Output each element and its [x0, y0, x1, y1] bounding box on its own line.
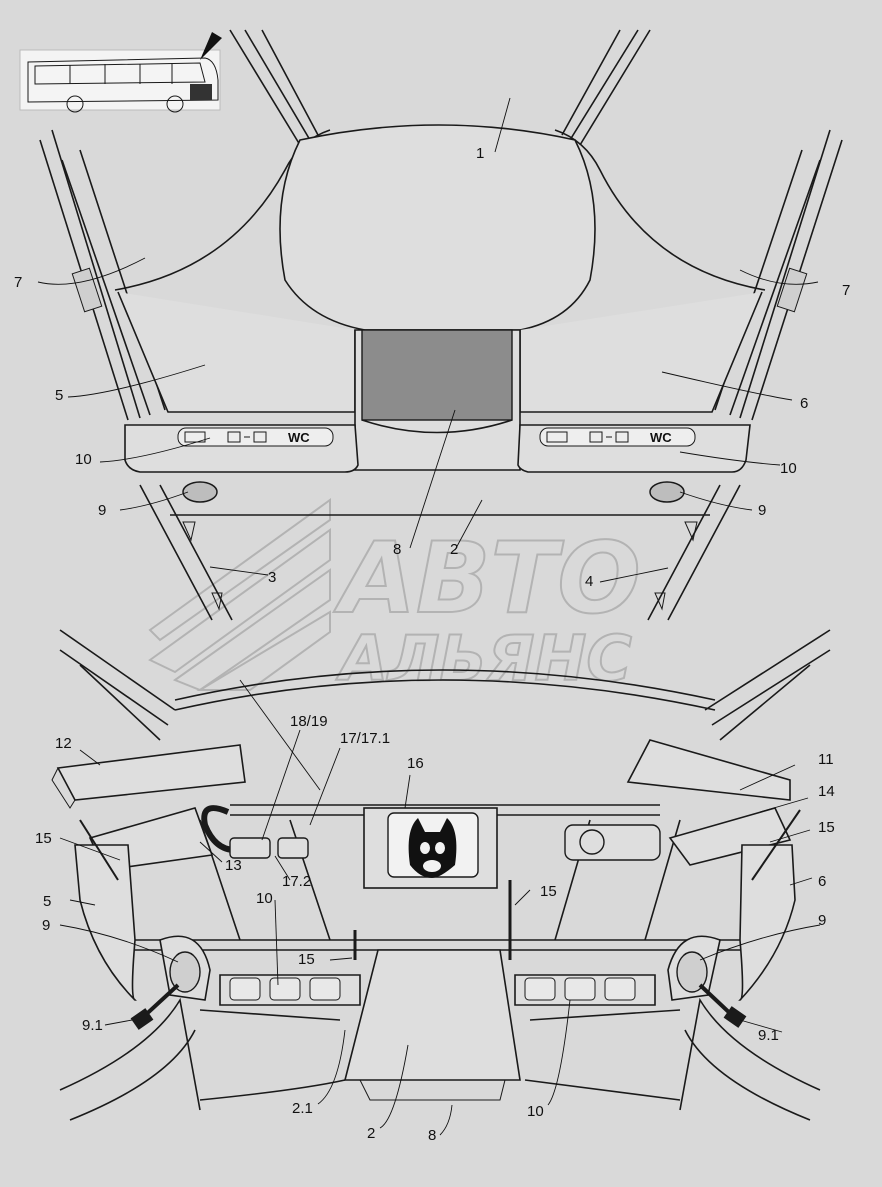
left-lamp-unit: [219, 974, 361, 1006]
callout-10-right-top: 10: [780, 460, 797, 477]
left-grab-handle: [71, 267, 103, 313]
seat-icon: [184, 431, 206, 443]
wc-label: WC: [288, 430, 310, 445]
right-grab-handle: [776, 267, 808, 313]
callout-15-a: 15: [35, 830, 52, 847]
watermark-logo-icon: [148, 498, 331, 692]
callout-9-right-bottom: 9: [818, 912, 826, 929]
callout-10-bottom-a: 10: [256, 890, 273, 907]
callout-11: 11: [818, 751, 834, 768]
callouts-bottom: 12 18/19 17/17.1 16 11 14 15 15 13 17.2 …: [35, 713, 835, 1144]
speaker-grille: [361, 329, 513, 421]
callout-9-right-top: 9: [758, 502, 766, 519]
callouts-top: 1 7 7 5 6 10 10 9 9 8 2 3 4: [14, 145, 850, 590]
callout-9-left-bottom: 9: [42, 917, 50, 934]
callout-5-bottom: 5: [43, 893, 51, 910]
right-spot-light: [667, 935, 747, 1028]
callout-7-left: 7: [14, 274, 22, 291]
bottom-cab-view: [51, 629, 831, 1136]
cable-connector: [229, 837, 271, 859]
callout-7-right: 7: [842, 282, 850, 299]
callout-2-1: 2.1: [292, 1100, 313, 1117]
callout-13: 13: [225, 857, 242, 874]
callout-3: 3: [268, 569, 276, 586]
callout-12: 12: [55, 735, 72, 752]
callout-14: 14: [818, 783, 835, 800]
microphone-socket: [277, 837, 309, 859]
bus-side-view-icon: [19, 49, 221, 113]
right-reading-light: [649, 481, 685, 503]
callout-1: 1: [476, 145, 484, 162]
callout-9-1-right: 9.1: [758, 1027, 779, 1044]
cat-face-screen-icon: [408, 818, 457, 878]
seat-adjust-icon: [227, 431, 267, 443]
right-lamp-unit: [514, 974, 656, 1006]
callout-15-d: 15: [298, 951, 315, 968]
watermark: АВТО АЛЬЯНС: [148, 498, 642, 696]
callout-4: 4: [585, 573, 593, 590]
callout-5-top: 5: [55, 387, 63, 404]
callout-8-top: 8: [393, 541, 401, 558]
wc-label: WC: [650, 430, 672, 445]
callout-9-1-left: 9.1: [82, 1017, 103, 1034]
callout-2-top: 2: [450, 541, 458, 558]
seat-adjust-icon: [589, 431, 629, 443]
left-reading-light: [182, 481, 218, 503]
callout-16: 16: [407, 755, 424, 772]
callout-17-2: 17.2: [282, 873, 311, 890]
watermark-line2: АЛЬЯНС: [335, 622, 632, 695]
right-switch-panel: WC: [539, 427, 696, 447]
callout-15-b: 15: [818, 819, 835, 836]
seat-icon: [546, 431, 568, 443]
top-cab-view: WC WC: [37, 29, 843, 621]
callout-10-left-top: 10: [75, 451, 92, 468]
view-direction-arrow-icon: [200, 32, 222, 60]
watermark-line1: АВТО: [333, 522, 641, 636]
callout-8-bottom: 8: [428, 1127, 436, 1144]
callout-2-bottom: 2: [367, 1125, 375, 1142]
callout-6-bottom: 6: [818, 873, 826, 890]
callout-15-c: 15: [540, 883, 557, 900]
callout-18-19: 18/19: [290, 713, 328, 730]
callout-6-top: 6: [800, 395, 808, 412]
callout-17-17-1: 17/17.1: [340, 730, 390, 747]
callout-10-bottom-b: 10: [527, 1103, 544, 1120]
callout-9-left-top: 9: [98, 502, 106, 519]
left-switch-panel: WC: [177, 427, 334, 447]
right-horn-unit: [564, 824, 661, 861]
